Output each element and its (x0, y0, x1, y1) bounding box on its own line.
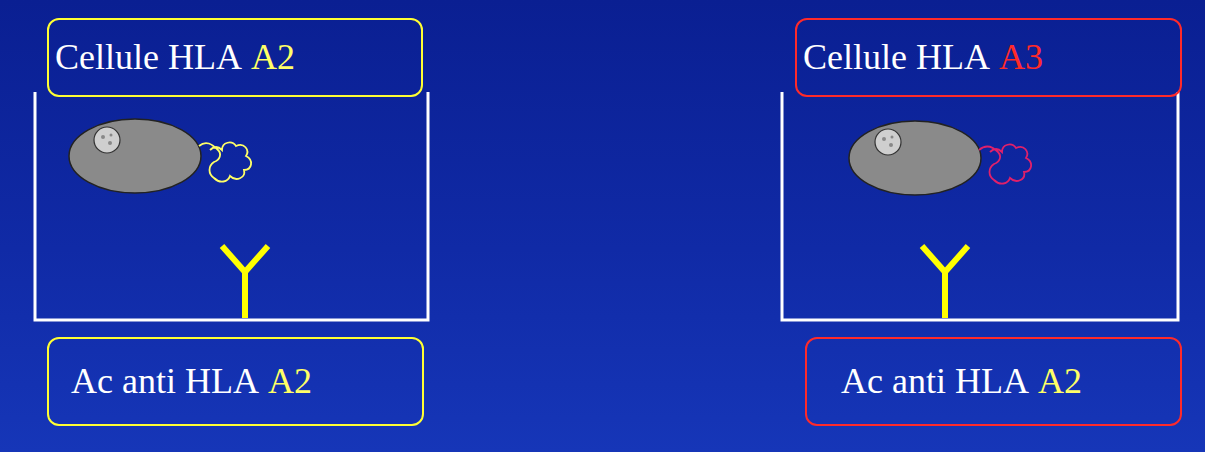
cell-label-box: Cellule HLAA3 (795, 18, 1182, 97)
well-outline (35, 92, 428, 320)
antibody-symbol (922, 246, 968, 318)
allele-text: A2 (1038, 362, 1082, 402)
allele-text: A2 (268, 362, 312, 402)
nucleus-dot (101, 135, 105, 139)
nucleus-dot (889, 143, 893, 147)
label-text: Ac anti HLA (841, 362, 1029, 402)
cell-nucleus (875, 129, 901, 155)
label-text: Cellule HLA (803, 38, 990, 78)
allele-text: A3 (999, 38, 1043, 78)
antibody-symbol (222, 246, 268, 318)
cell-label-box: Cellule HLAA2 (47, 18, 423, 97)
hla-molecule (199, 143, 251, 182)
nucleus-dot (882, 137, 886, 141)
nucleus-dot (108, 141, 112, 145)
antibody-label-box: Ac anti HLAA2 (47, 337, 424, 426)
cell-nucleus (94, 127, 120, 153)
cell-body (849, 121, 981, 195)
label-text: Ac anti HLA (71, 362, 259, 402)
nucleus-dot (891, 136, 894, 139)
antibody-label-box: Ac anti HLAA2 (805, 337, 1182, 426)
cell-body (69, 119, 201, 193)
well-outline (782, 92, 1178, 320)
nucleus-dot (110, 134, 113, 137)
allele-text: A2 (251, 38, 295, 78)
label-text: Cellule HLA (55, 38, 242, 78)
hla-molecule (979, 145, 1031, 184)
